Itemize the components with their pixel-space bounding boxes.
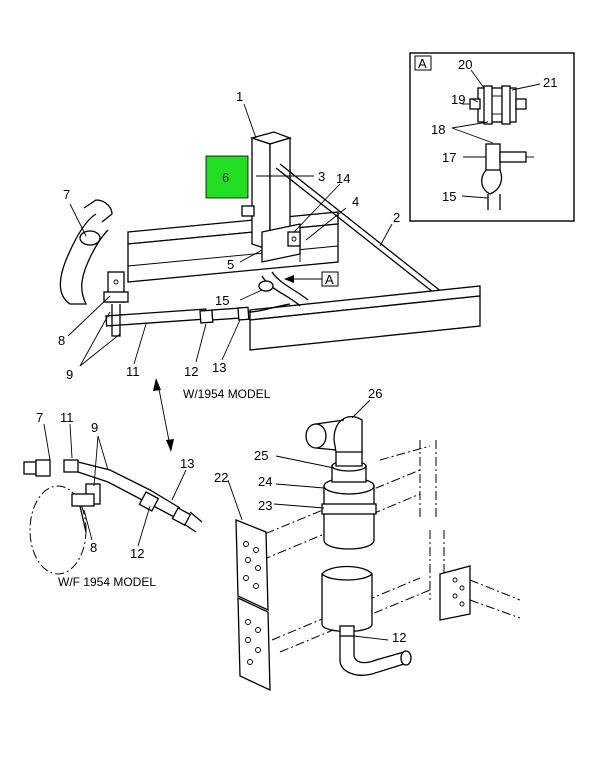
callout-12-left: 12 — [130, 546, 144, 561]
callout-7-left: 7 — [36, 410, 43, 425]
caption-with-1954: W/1954 MODEL — [183, 387, 271, 401]
callout-5: 5 — [227, 257, 234, 272]
mount-bracket-right — [439, 565, 471, 621]
callout-9-left: 9 — [91, 420, 98, 435]
lower-frame-rail — [249, 285, 481, 351]
callout-13: 13 — [212, 360, 226, 375]
callout-17: 17 — [442, 150, 456, 165]
top-assembly: 6 A 1 3 14 4 2 5 15 7 8 9 11 12 13 W/195… — [58, 89, 481, 401]
support-post — [241, 131, 293, 251]
callout-15-detail: 15 — [442, 189, 456, 204]
lower-muffler — [321, 565, 412, 676]
hanger-bracket-left — [71, 483, 101, 533]
callout-25: 25 — [254, 448, 268, 463]
detail-a-ref[interactable]: A — [325, 272, 334, 287]
callout-20: 20 — [458, 57, 472, 72]
callout-12-muffler: 12 — [392, 630, 406, 645]
callout-21: 21 — [543, 75, 557, 90]
callout-15: 15 — [215, 293, 229, 308]
highlight-part-6[interactable] — [205, 155, 249, 199]
upper-muffler — [305, 416, 377, 550]
callout-7: 7 — [63, 187, 70, 202]
callout-22: 22 — [214, 470, 228, 485]
callout-14: 14 — [336, 171, 350, 186]
callout-9: 9 — [66, 367, 73, 382]
view-link-arrow — [153, 378, 174, 452]
callout-2: 2 — [393, 210, 400, 225]
callout-11-left: 11 — [60, 410, 74, 425]
detail-a-tag: A — [418, 56, 427, 71]
tailpipe-left — [23, 459, 203, 533]
roller-assembly — [462, 85, 527, 125]
callout-6[interactable]: 6 — [222, 170, 229, 185]
callout-13-left: 13 — [180, 456, 194, 471]
hanger-bracket-top — [103, 271, 129, 337]
frame-rails-dashed — [249, 440, 521, 653]
exhaust-hose-top — [59, 199, 309, 327]
caption-without-1954: W/F 1954 MODEL — [58, 575, 156, 589]
callout-11: 11 — [126, 364, 140, 379]
callout-8-left: 8 — [90, 540, 97, 555]
callout-12: 12 — [184, 364, 198, 379]
callout-23: 23 — [258, 498, 272, 513]
callout-8: 8 — [58, 333, 65, 348]
muffler-assembly: 22 23 24 25 26 12 — [214, 386, 521, 692]
detail-a-tag-box — [414, 55, 432, 71]
heat-shield — [235, 519, 271, 692]
callout-3: 3 — [318, 169, 325, 184]
callout-19: 19 — [451, 92, 465, 107]
detail-a-inset: A 20 21 19 18 — [409, 52, 575, 222]
callout-26: 26 — [368, 386, 382, 401]
callout-18: 18 — [431, 122, 445, 137]
callout-1: 1 — [236, 89, 243, 104]
callout-24: 24 — [258, 474, 272, 489]
callout-4: 4 — [352, 194, 359, 209]
left-assembly: 7 11 9 8 12 13 W/F 1954 MODEL — [23, 410, 203, 589]
